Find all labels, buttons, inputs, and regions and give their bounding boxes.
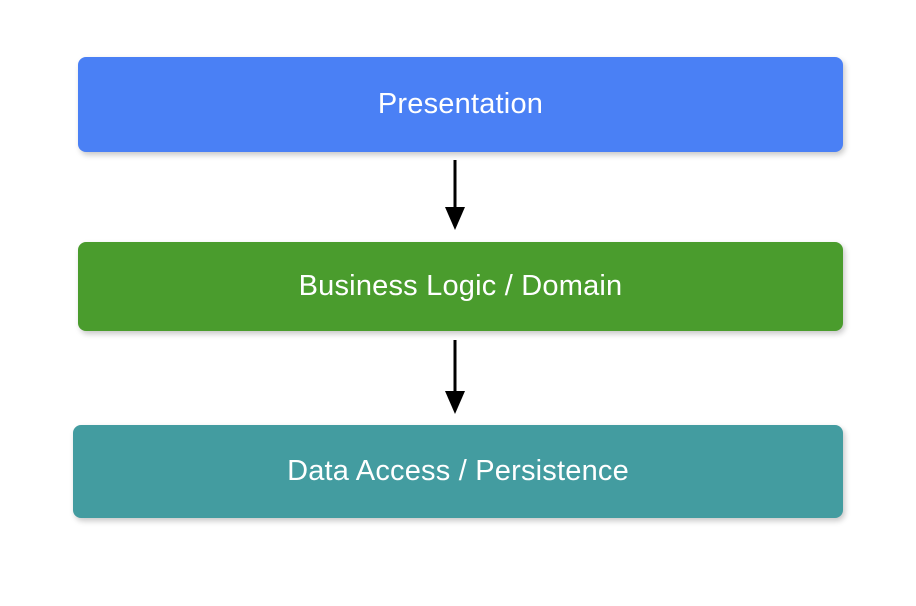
layer-label-business-logic: Business Logic / Domain: [298, 270, 623, 302]
layer-box-business-logic[interactable]: Business Logic / Domain: [78, 242, 843, 331]
layer-label-data-access: Data Access / Persistence: [287, 455, 629, 487]
layer-label-presentation: Presentation: [377, 88, 544, 120]
arrow-business-logic-to-data-access: [425, 340, 485, 416]
layer-box-presentation[interactable]: Presentation: [78, 57, 843, 152]
arrow-presentation-to-business: [425, 160, 485, 232]
layer-box-data-access[interactable]: Data Access / Persistence: [73, 425, 843, 518]
